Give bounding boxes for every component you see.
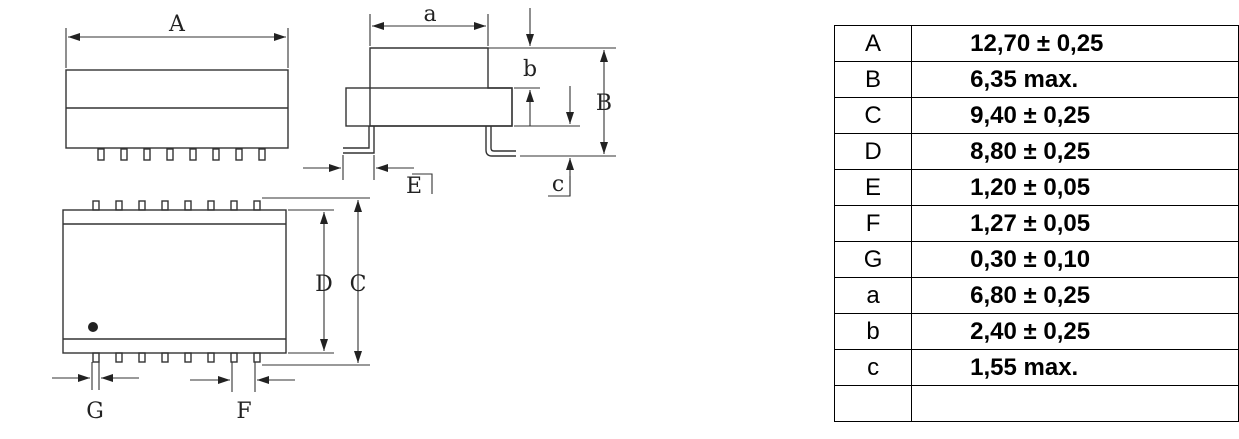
plan-view-pin: [115, 352, 123, 363]
plan-view-pins-lower: [92, 352, 261, 363]
mechanical-drawing: A a b B c E: [52, 2, 616, 424]
label-E-leader: [412, 173, 433, 194]
plan-view-pin: [92, 352, 100, 363]
top-view-pin: [166, 148, 174, 161]
plan-view-pin: [161, 352, 169, 363]
top-view-pin: [97, 148, 105, 161]
dimension-key: B: [833, 61, 913, 98]
dimension-value: 6,35 max.: [911, 61, 1239, 98]
plan-view-pin: [138, 200, 146, 211]
label-E: E: [406, 174, 422, 199]
dimension-value: 1,27 ± 0,05: [911, 205, 1239, 242]
plan-view-pin: [230, 352, 238, 363]
label-B: B: [596, 91, 612, 116]
top-view-body: [65, 69, 289, 149]
plan-view-pin: [184, 352, 192, 363]
label-a: a: [423, 2, 436, 27]
dimension-value: 12,70 ± 0,25: [911, 25, 1239, 62]
top-view: A: [65, 12, 289, 161]
pin1-marker-dot: [88, 322, 98, 332]
dimension-key: D: [833, 133, 913, 170]
plan-view-pin: [207, 200, 215, 211]
top-view-pin: [258, 148, 266, 161]
dimension-value: 6,80 ± 0,25: [911, 277, 1239, 314]
top-view-pins: [97, 148, 266, 161]
side-view: a b B c E: [303, 2, 616, 199]
plan-view-pin: [253, 352, 261, 363]
plan-view-pin: [161, 200, 169, 211]
plan-view-pin: [92, 200, 100, 211]
label-G: G: [86, 399, 104, 424]
label-c: c: [552, 172, 564, 197]
dimension-value: 0,30 ± 0,10: [911, 241, 1239, 278]
label-C: C: [350, 272, 367, 297]
dimension-key: C: [833, 97, 913, 134]
label-F: F: [236, 399, 251, 424]
plan-view-pin: [138, 352, 146, 363]
top-view-pin: [189, 148, 197, 161]
plan-view-pin: [230, 200, 238, 211]
dimension-value: 9,40 ± 0,25: [911, 97, 1239, 134]
dimension-key: G: [833, 241, 913, 278]
dimension-key: c: [833, 349, 913, 386]
label-D: D: [315, 272, 333, 297]
side-view-upper-body: [369, 47, 513, 127]
plan-view-pin: [184, 200, 192, 211]
side-view-base: [345, 87, 513, 127]
dimension-value: 8,80 ± 0,25: [911, 133, 1239, 170]
plan-view-pin: [253, 200, 261, 211]
side-view-lead-right: [485, 126, 516, 157]
dimension-value: 1,20 ± 0,05: [911, 169, 1239, 206]
top-view-pin: [120, 148, 128, 161]
dimension-value: [911, 385, 1239, 422]
dimension-key: F: [833, 205, 913, 242]
label-b: b: [523, 57, 537, 82]
dimension-key: a: [833, 277, 913, 314]
plan-view-body: [62, 209, 287, 354]
plan-view-pins-upper: [92, 200, 261, 211]
side-view-lead-left: [343, 126, 375, 154]
top-view-pin: [235, 148, 243, 161]
label-A: A: [168, 12, 186, 37]
dimension-row: [833, 385, 1239, 422]
dimension-value: 2,40 ± 0,25: [911, 313, 1239, 350]
dimension-key: b: [833, 313, 913, 350]
plan-view: D C G F: [52, 197, 370, 424]
plan-view-pin: [207, 352, 215, 363]
top-view-pin: [212, 148, 220, 161]
label-c-leader: [548, 176, 571, 197]
dimension-key: [833, 385, 913, 422]
plan-view-pin: [115, 200, 123, 211]
dimension-key: A: [833, 25, 913, 62]
dimension-key: E: [833, 169, 913, 206]
top-view-pin: [143, 148, 151, 161]
dimension-value: 1,55 max.: [911, 349, 1239, 386]
